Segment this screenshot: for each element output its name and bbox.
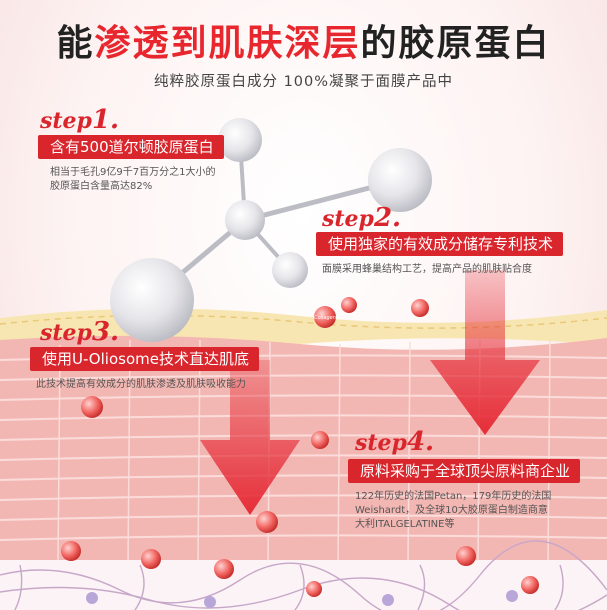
collagen-particle <box>341 297 357 313</box>
collagen-particle <box>81 396 103 418</box>
step3-description: 此技术提高有效成分的肌肤渗透及肌肤吸收能力 <box>36 379 246 390</box>
step3-label: step3. <box>40 317 120 347</box>
step1-label: step1. <box>40 105 120 135</box>
collagen-particle <box>411 299 429 317</box>
collagen-particle <box>456 546 476 566</box>
step2-description: 面膜采用蜂巢结构工艺，提高产品的肌肤贴合度 <box>322 264 532 275</box>
page-subtitle: 纯粹胶原蛋白成分 100%凝聚于面膜产品中 <box>153 74 454 90</box>
penetration-arrow-right <box>430 270 540 435</box>
step3-banner: 使用U-Oliosome技术直达肌底 <box>30 347 259 371</box>
collagen-particle <box>256 511 278 533</box>
collagen-particle <box>141 549 161 569</box>
svg-text:Collagen: Collagen <box>314 315 336 321</box>
step1-description: 相当于毛孔9亿9千7百万分之1大小的胶原蛋白含量高达82% <box>50 167 216 192</box>
step2-banner: 使用独家的有效成分储存专利技术 <box>316 232 564 256</box>
collagen-particle <box>61 541 81 561</box>
step4-banner: 原料采购于全球顶尖原料商企业 <box>348 459 581 483</box>
collagen-molecule-illustration <box>110 118 432 342</box>
collagen-particle <box>521 576 539 594</box>
page-title: 能渗透到肌肤深层的胶原蛋白 <box>56 23 551 64</box>
step1-banner: 含有500道尔顿胶原蛋白 <box>38 135 224 159</box>
collagen-particle <box>214 559 234 579</box>
collagen-particle <box>306 581 322 597</box>
step4-label: step4. <box>355 427 435 457</box>
collagen-particle <box>311 431 329 449</box>
collagen-particle: Collagen <box>314 306 336 328</box>
penetration-arrow-left <box>200 360 300 515</box>
step2-label: step2. <box>322 203 402 233</box>
